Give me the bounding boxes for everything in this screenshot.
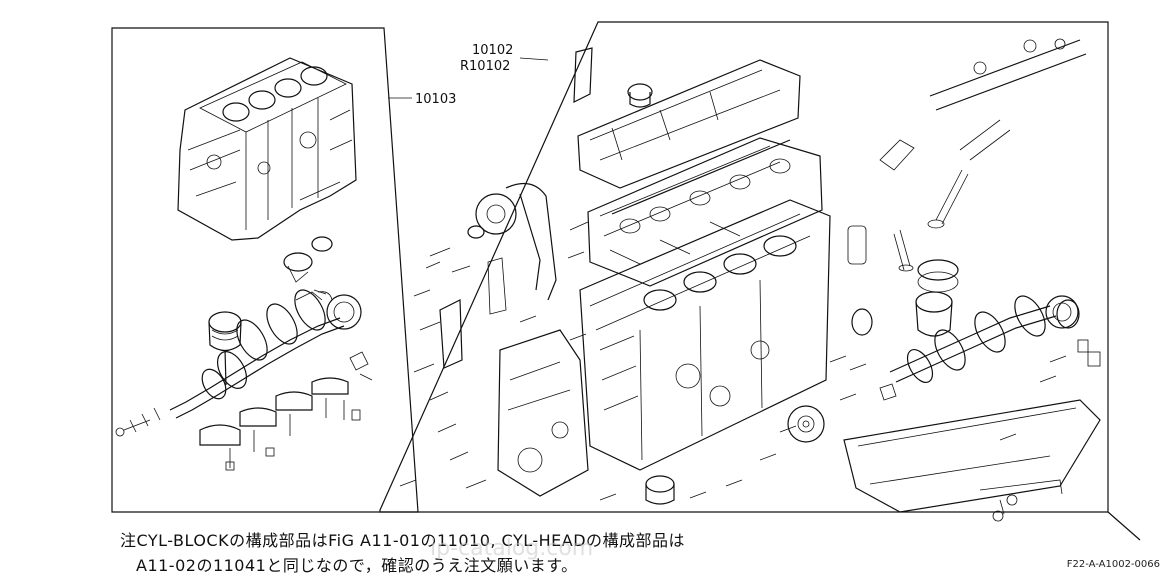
- order-note-line-2: A11-02の11041と同じなので，確認のうえ注文願います。: [136, 556, 578, 575]
- watermark: ip-catalog.com: [430, 536, 594, 561]
- figure-code: F22-A-A1002-0066: [1066, 559, 1160, 570]
- piston-crank-right: [879, 259, 1079, 401]
- order-note-line-1: 注CYL-BLOCKの構成部品はFiG A11-01の11010, CYL-HE…: [120, 531, 686, 550]
- engine-assembly-frame: [379, 21, 1109, 513]
- crank-pulley: [787, 405, 825, 443]
- timing-chain: [467, 182, 557, 315]
- cylinder-block: [177, 57, 357, 241]
- oil-filter: [645, 475, 675, 505]
- callout-engine-part-2: R10102: [460, 59, 510, 74]
- engine-block: [579, 199, 831, 471]
- oil-pan: [843, 399, 1101, 513]
- cylinder-head: [587, 137, 823, 287]
- bolts-and-fasteners: [399, 221, 1101, 522]
- rocker-cover: [577, 59, 801, 189]
- block-assembly-frame: [111, 27, 419, 513]
- timing-cover: [439, 299, 589, 497]
- bearing-caps-left: [115, 351, 373, 471]
- valve-train: [847, 38, 1087, 272]
- oil-pump: [283, 236, 333, 283]
- lift-bracket: [573, 47, 593, 103]
- callout-block-part: 10103: [415, 92, 456, 107]
- callout-engine-part-1: 10102: [472, 43, 513, 58]
- oil-seal-ring: [851, 308, 873, 336]
- order-note: 注CYL-BLOCKの構成部品はFiG A11-01の11010, CYL-HE…: [120, 528, 685, 578]
- piston-crank-left: [169, 289, 362, 419]
